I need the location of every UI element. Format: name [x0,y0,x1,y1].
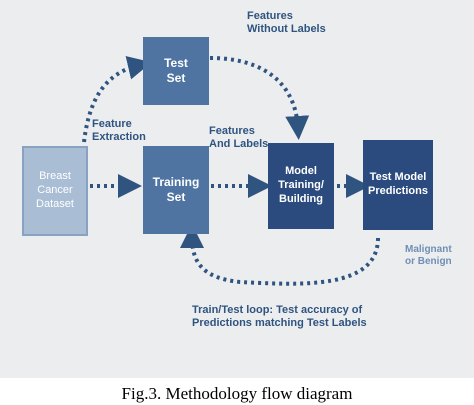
flow-arrows [82,56,380,286]
arrow-loop-back-to-training-set [180,224,380,286]
malignant-or-benign-label: Malignant or Benign [405,244,452,267]
test-set-box: Test Set [143,37,209,105]
predictions-box: Test Model Predictions [363,140,433,230]
dataset-box: Breast Cancer Dataset [22,146,88,236]
feature-extraction-label: Feature Extraction [92,118,146,144]
model-box: Model Training/ Building [268,143,334,229]
figure-caption: Fig.3. Methodology flow diagram [121,384,353,403]
features-without-labels-label: Features Without Labels [247,10,326,36]
features-and-labels-label: Features And Labels [209,125,269,151]
arrow-dataset-to-test-set [82,56,152,143]
training-set-box: Training Set [143,146,209,234]
arrow-test-set-to-model [209,56,310,140]
train-test-loop-label: Train/Test loop: Test accuracy of Predic… [192,304,367,330]
